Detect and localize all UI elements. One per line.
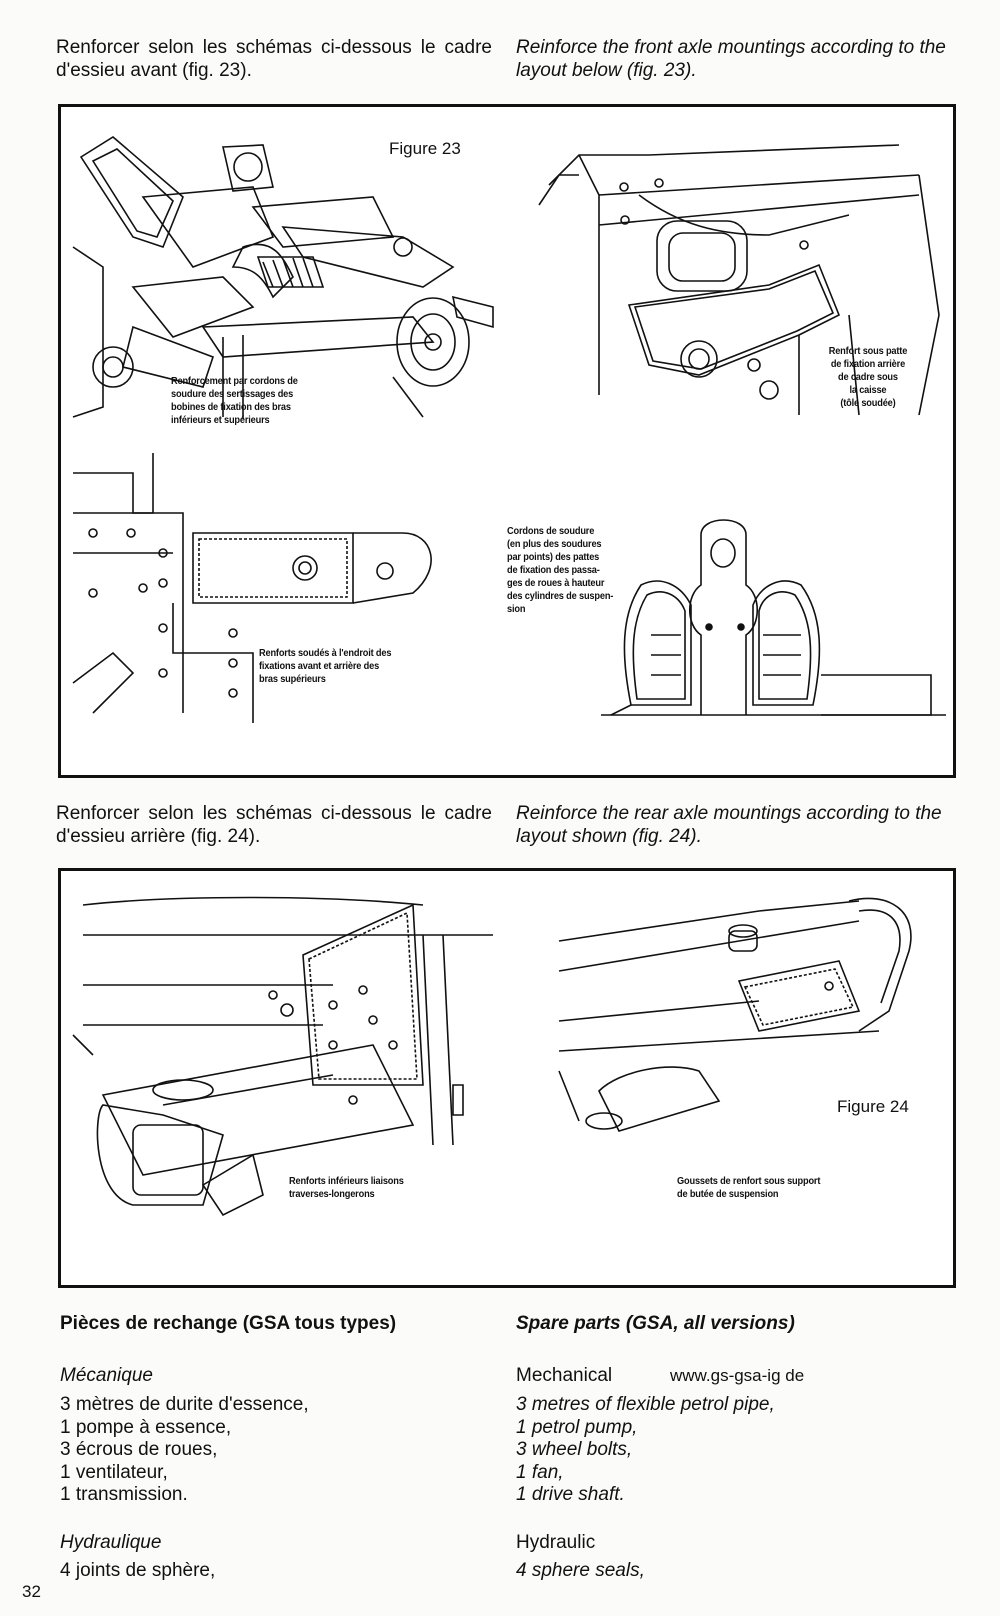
suspension-stop-drawing (559, 891, 949, 1151)
intro-rear-en: Reinforce the rear axle mountings accord… (516, 803, 942, 847)
front-suspension-drawing (73, 127, 513, 437)
mechanical-list-en: 3 metres of flexible petrol pipe, 1 petr… (516, 1394, 775, 1507)
hydraulic-heading-fr: Hydraulique (60, 1532, 162, 1553)
rear-frame-mount-drawing (539, 135, 949, 425)
page-number: 32 (22, 1582, 41, 1601)
caption-fig23-bottom-left: Renforts soudés à l'endroit des fixation… (259, 647, 392, 685)
intro-front-fr: Renforcer selon les schémas ci-dessous l… (56, 37, 492, 81)
wheel-arch-drawing (601, 515, 946, 725)
mechanical-heading-fr: Mécanique (60, 1365, 153, 1386)
spare-parts-heading-en: Spare parts (GSA, all versions) (516, 1313, 795, 1334)
figure-24-title: Figure 24 (837, 1097, 909, 1116)
list-item: 3 mètres de durite d'essence, (60, 1394, 309, 1415)
hydraulic-heading-en: Hydraulic (516, 1532, 596, 1553)
upper-arm-mount-drawing (73, 453, 493, 733)
mechanical-heading-en: Mechanical (516, 1365, 613, 1386)
list-item: 1 drive shaft. (516, 1484, 625, 1505)
caption-fig24-left: Renforts inférieurs liaisons traverses-l… (289, 1175, 404, 1200)
list-item: 1 fan, (516, 1461, 564, 1483)
caption-fig23-bottom-right: Cordons de soudure (en plus des soudures… (507, 525, 614, 615)
rear-crossmember-drawing (73, 895, 503, 1225)
caption-fig23-top-right: Renfort sous patte de fixation arrière d… (828, 345, 908, 409)
list-item: 4 sphere seals, (516, 1560, 645, 1581)
list-item: 3 metres of flexible petrol pipe, (516, 1394, 775, 1415)
caption-fig24-right: Goussets de renfort sous support de buté… (677, 1175, 821, 1200)
list-item: 1 ventilateur, (60, 1461, 168, 1483)
spare-parts-heading-fr: Pièces de rechange (GSA tous types) (60, 1313, 397, 1334)
hydraulic-list-en: 4 sphere seals, (516, 1560, 645, 1583)
website-text: www.gs-gsa-ig de (670, 1366, 805, 1385)
list-item: 4 joints de sphère, (60, 1560, 216, 1581)
figure-23-frame: Figure 23 Renforcement par cordons de so… (58, 104, 956, 778)
mechanical-list-fr: 3 mètres de durite d'essence, 1 pompe à … (60, 1394, 309, 1507)
list-item: 1 transmission. (60, 1484, 188, 1505)
intro-rear-fr: Renforcer selon les schémas ci-dessous l… (56, 803, 492, 847)
list-item: 1 petrol pump, (516, 1416, 638, 1438)
intro-front-en: Reinforce the front axle mountings accor… (516, 37, 946, 81)
list-item: 3 wheel bolts, (516, 1439, 633, 1460)
list-item: 1 pompe à essence, (60, 1416, 232, 1438)
figure-23-title: Figure 23 (389, 139, 461, 158)
figure-24-frame: Renforts inférieurs liaisons traverses-l… (58, 868, 956, 1288)
caption-fig23-top-left: Renforcement par cordons de soudure des … (171, 375, 298, 426)
hydraulic-list-fr: 4 joints de sphère, (60, 1560, 215, 1583)
list-item: 3 écrous de roues, (60, 1439, 218, 1460)
